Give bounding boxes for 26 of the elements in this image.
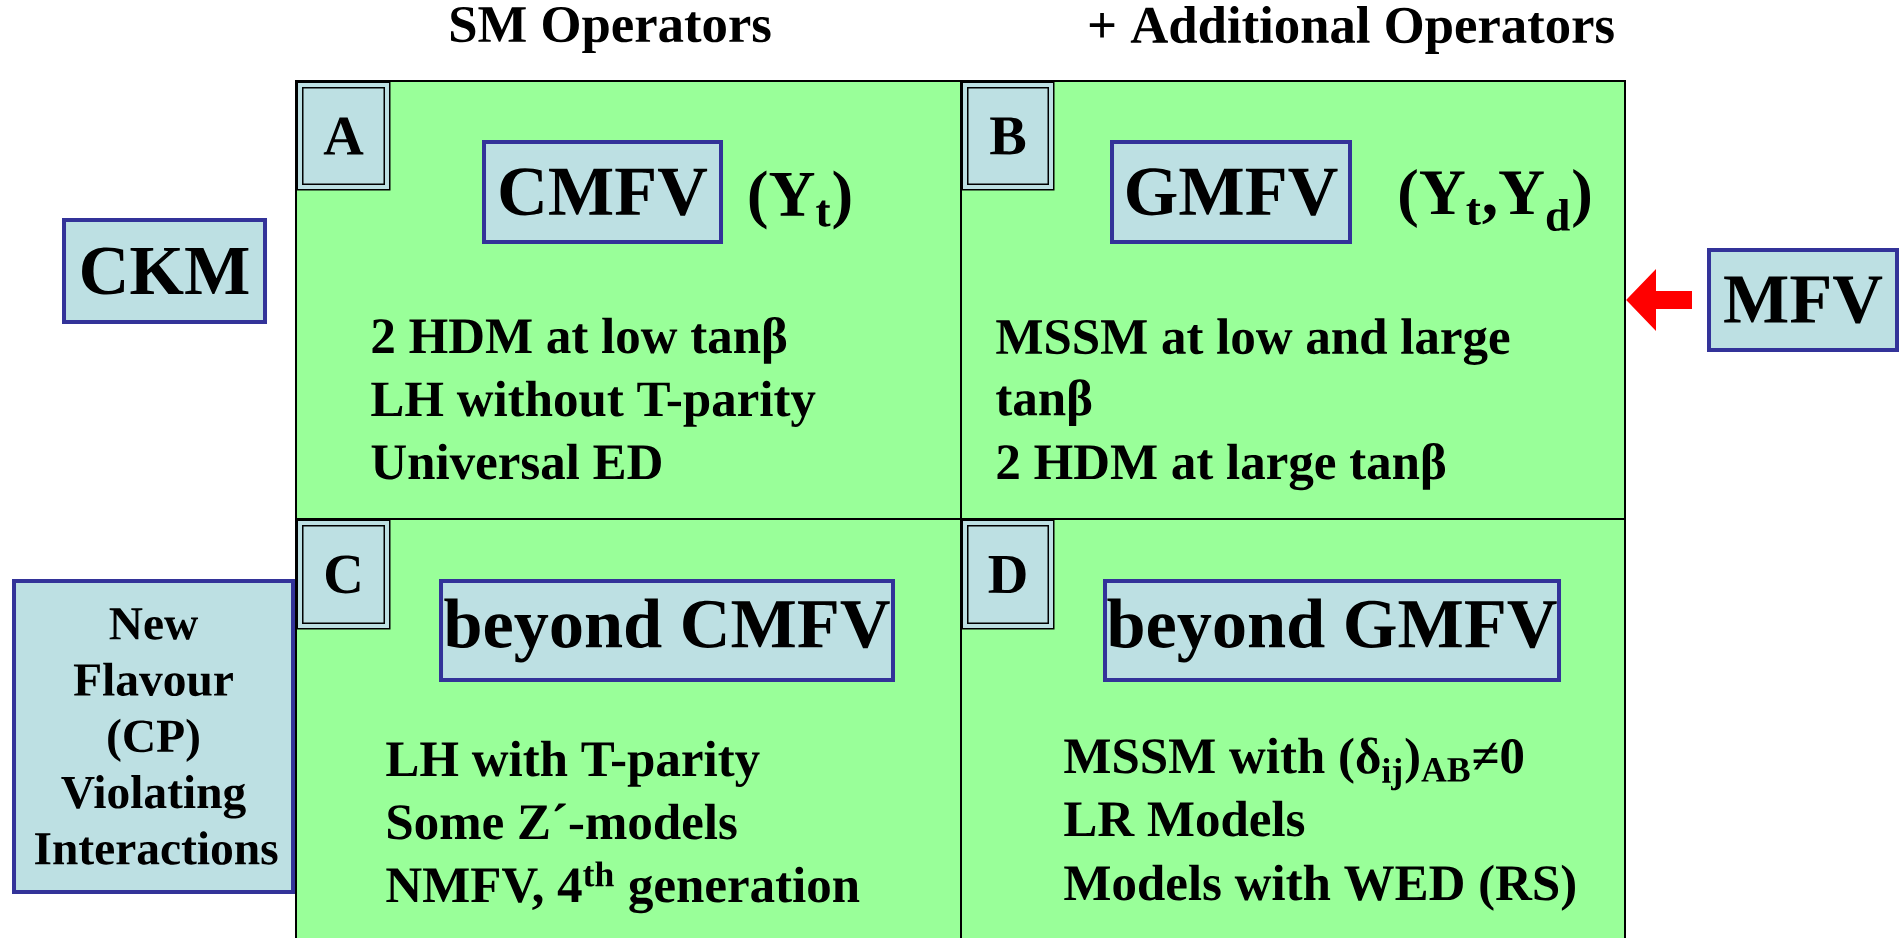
label-box: CMFV (482, 140, 723, 244)
letter-box: A (296, 81, 391, 191)
model-item: MSSM with (δ$_{ij}$)$_{AB}$≠0 (1064, 737, 1523, 791)
letter-box: B (961, 81, 1055, 191)
model-item: Models with WED (RS) (1064, 864, 1575, 911)
label-box: MFV (1707, 248, 1899, 352)
column-heading: SM Operators (451, 6, 771, 54)
label-box: beyond CMFV (439, 579, 895, 682)
model-item: LR Models (1064, 800, 1305, 837)
label-box: GMFV (1110, 140, 1352, 244)
column-heading: + Additional Operators (1089, 6, 1614, 54)
model-item: 2 HDM at low tanβ (372, 317, 787, 364)
letter-box: C (296, 519, 391, 630)
model-item: 2 HDM at large tanβ (997, 443, 1446, 491)
coupling-label: (Y$_{t}$) (749, 170, 851, 230)
label-box: beyond GMFV (1103, 579, 1561, 682)
model-item: Some Z´-models (388, 803, 737, 840)
model-item: NMFV, 4$^{th}$ generation (386, 861, 860, 914)
label-box: CKM (62, 218, 267, 324)
model-item: MSSM at low and large tanβ (996, 318, 1510, 427)
model-item: Universal ED (371, 443, 661, 480)
model-item: LH without T-parity (371, 380, 816, 427)
letter-box: D (961, 519, 1055, 630)
model-item: LH with T-parity (386, 740, 760, 787)
label-box: New Flavour (CP) Violating Interactions (12, 579, 295, 894)
coupling-label: (Y$_{t}$,Y$_{d}$) (1400, 168, 1590, 232)
